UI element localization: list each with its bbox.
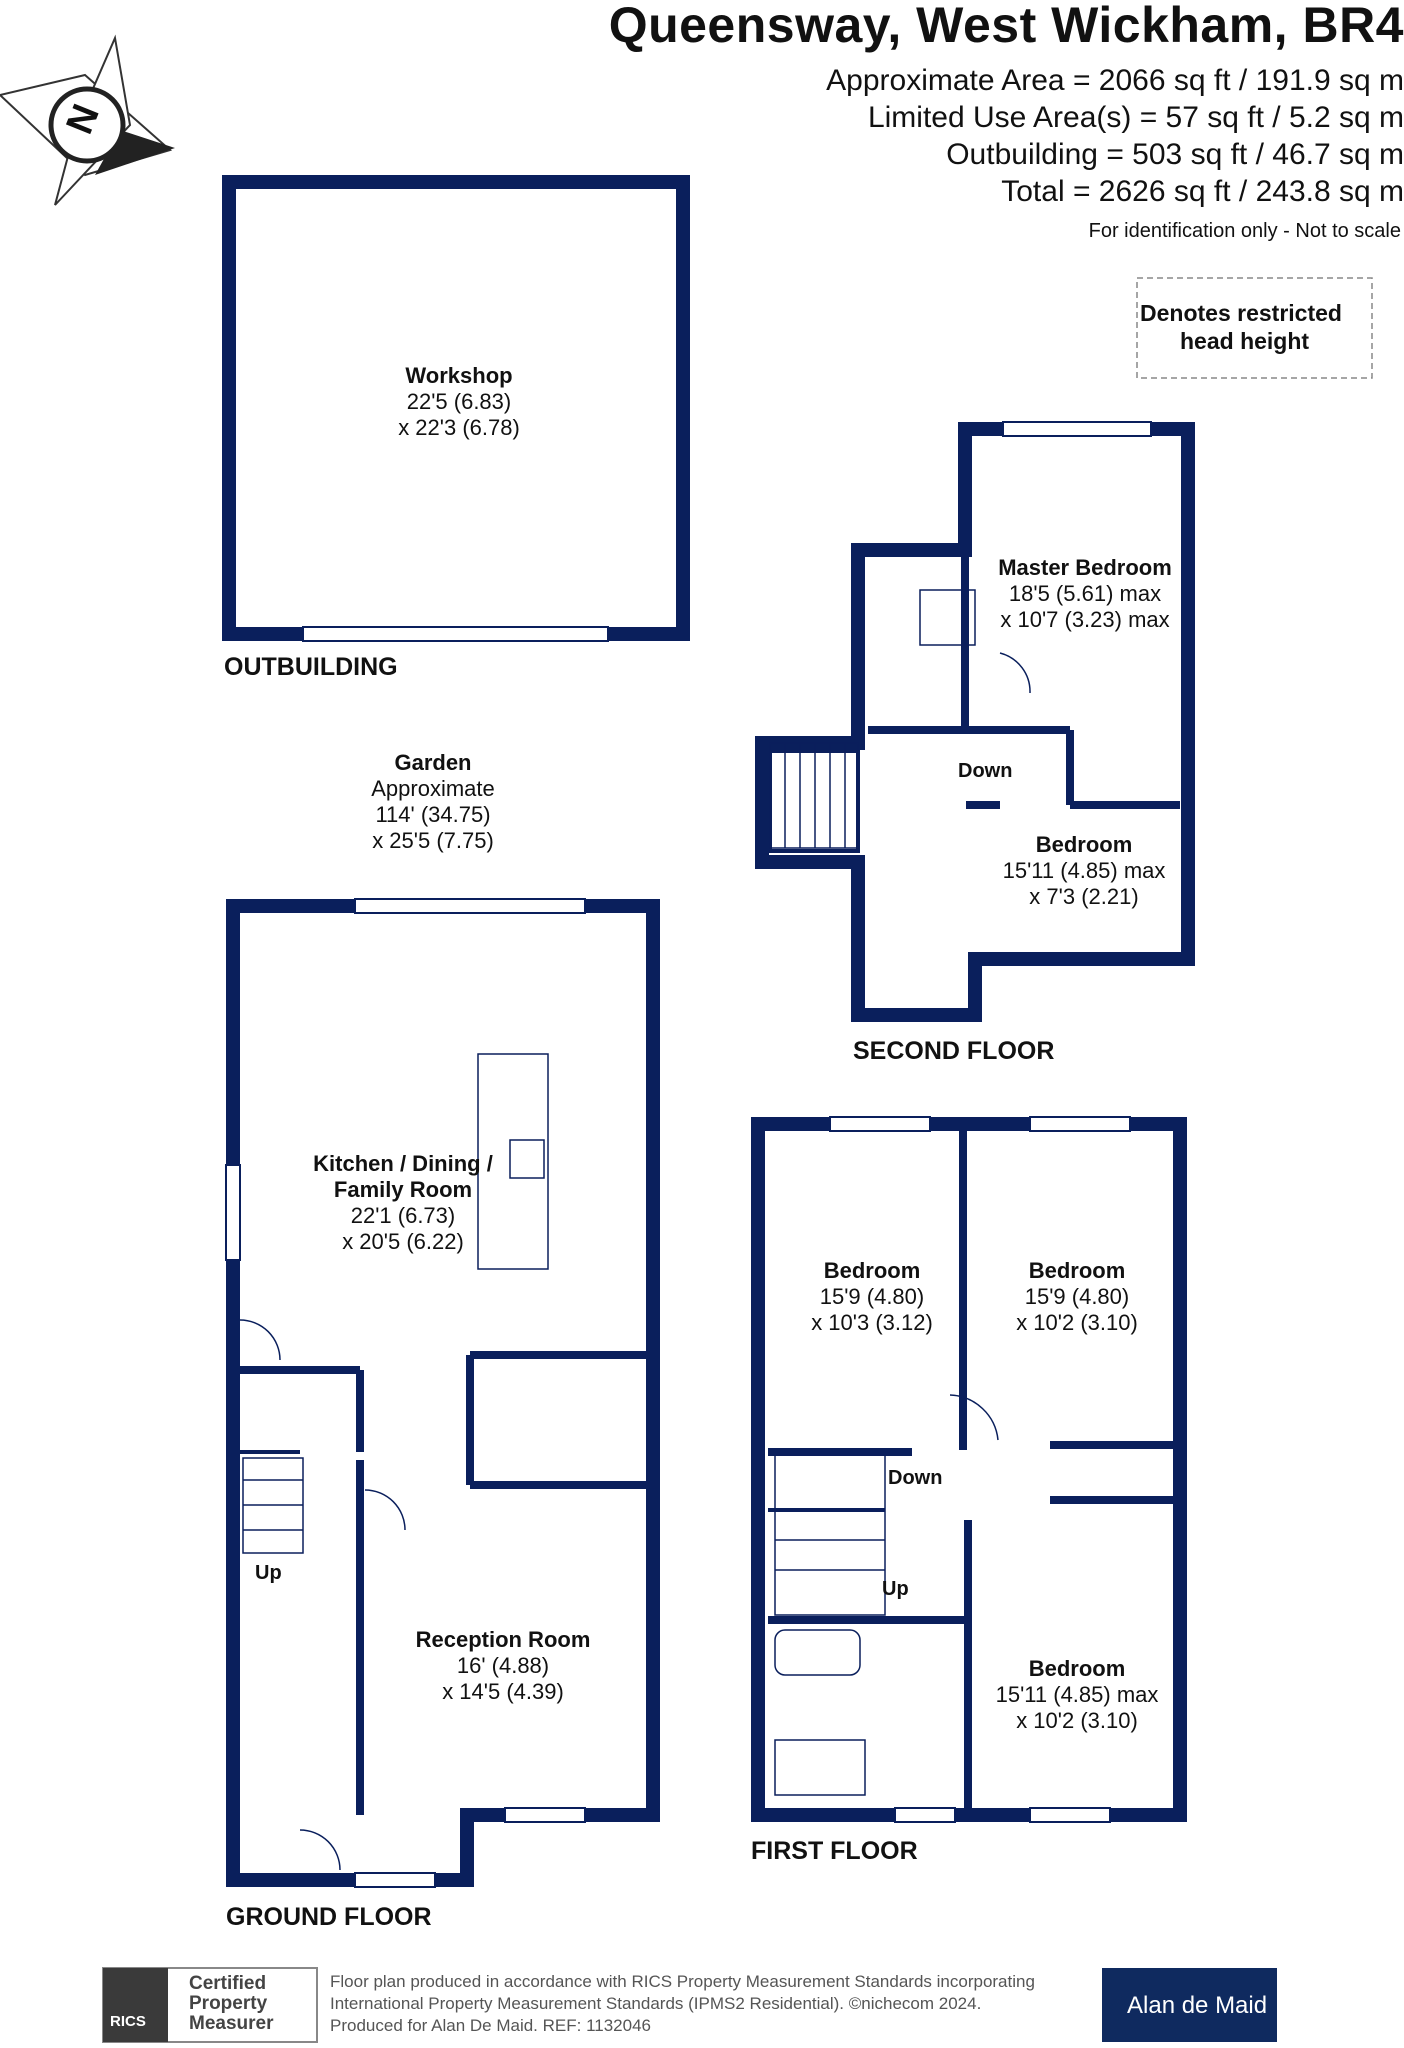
restricted-legend-line1: Denotes restricted: [1140, 300, 1342, 326]
room-kitchen: Kitchen / Dining / Family Room 22'1 (6.7…: [313, 1151, 493, 1254]
limited-area: Limited Use Area(s) = 57 sq ft / 5.2 sq …: [867, 101, 1404, 134]
footer-line3: Produced for Alan De Maid. REF: 1132046: [330, 2016, 651, 2035]
room-bedroom-first-3: Bedroom 15'11 (4.85) max x 10'2 (3.10): [995, 1656, 1159, 1733]
agent-name: Alan de Maid: [1127, 1992, 1268, 2019]
room-reception: Reception Room 16' (4.88) x 14'5 (4.39): [415, 1627, 591, 1704]
label-down-second: Down: [958, 760, 1013, 782]
room-workshop: Workshop 22'5 (6.83) x 22'3 (6.78): [398, 363, 520, 440]
room-bedroom-first-1: Bedroom 15'9 (4.80) x 10'3 (3.12): [811, 1258, 933, 1335]
agent-logo-box: [1102, 1968, 1277, 2042]
label-up-ground: Up: [255, 1562, 282, 1584]
cert-line2: Property: [189, 1993, 268, 2014]
cert-line3: Measurer: [189, 2013, 274, 2034]
room-garden: Garden Approximate 114' (34.75) x 25'5 (…: [371, 750, 495, 853]
total-area: Total = 2626 sq ft / 243.8 sq m: [1001, 175, 1404, 208]
cert-line1: Certified: [189, 1973, 267, 1994]
restricted-legend-line2: head height: [1180, 328, 1310, 354]
approx-area: Approximate Area = 2066 sq ft / 191.9 sq…: [826, 64, 1404, 97]
scale-note: For identification only - Not to scale: [1088, 220, 1401, 242]
room-bedroom-second: Bedroom 15'11 (4.85) max x 7'3 (2.21): [1002, 832, 1166, 909]
label-up-first: Up: [882, 1578, 909, 1600]
second-floor-walls: [851, 422, 1195, 1022]
floor-label-ground: GROUND FLOOR: [226, 1903, 432, 1931]
restricted-legend-box: [1136, 277, 1373, 379]
room-master-bedroom: Master Bedroom 18'5 (5.61) max x 10'7 (3…: [998, 555, 1172, 632]
floor-label-outbuilding: OUTBUILDING: [224, 653, 398, 681]
floor-label-first: FIRST FLOOR: [751, 1837, 918, 1865]
ground-floor-walls: [226, 899, 660, 1887]
room-bedroom-first-2: Bedroom 15'9 (4.80) x 10'2 (3.10): [1016, 1258, 1138, 1335]
outbuilding-area: Outbuilding = 503 sq ft / 46.7 sq m: [946, 138, 1404, 171]
page-title: Queensway, West Wickham, BR4: [608, 0, 1404, 53]
footer-line2: International Property Measurement Stand…: [330, 1994, 982, 2013]
footer-line1: Floor plan produced in accordance with R…: [330, 1972, 1035, 1991]
label-down-first: Down: [888, 1467, 943, 1489]
floor-label-second: SECOND FLOOR: [853, 1037, 1055, 1065]
compass-icon: [0, 34, 175, 206]
rics-text: RICS: [110, 2013, 146, 2030]
